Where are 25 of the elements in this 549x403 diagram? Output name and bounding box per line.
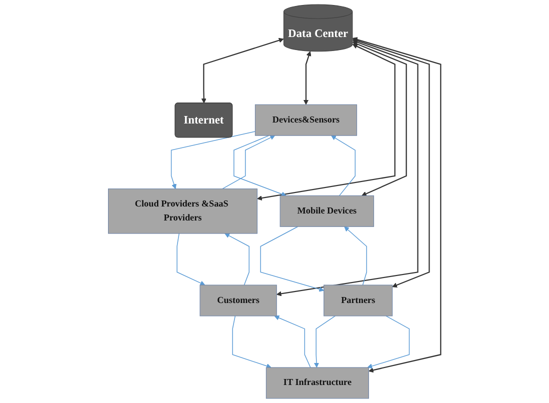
arrow <box>344 226 367 286</box>
arrow <box>201 38 284 104</box>
arrow <box>331 135 356 196</box>
arrow <box>176 233 206 286</box>
arrow <box>224 233 250 286</box>
node-box: Mobile Devices <box>280 195 374 227</box>
arrow <box>256 44 396 201</box>
arrow <box>234 135 286 196</box>
arrow <box>352 42 407 196</box>
arrow <box>303 51 312 105</box>
arrow <box>260 226 324 292</box>
node-box: Customers <box>200 284 277 316</box>
node-box: Partners <box>324 284 393 316</box>
arrow <box>232 316 272 368</box>
arrow <box>352 38 430 288</box>
arrow <box>314 316 336 368</box>
arrow <box>352 37 442 373</box>
node-box: Cloud Providers &SaaS Providers <box>108 188 258 234</box>
arrow <box>170 131 256 190</box>
arrow <box>276 40 418 296</box>
node-box: IT Infrastructure <box>266 367 369 399</box>
node-box: Devices&Sensors <box>254 104 358 136</box>
arrow <box>222 135 276 190</box>
arrow <box>274 315 311 368</box>
arrow <box>367 316 410 369</box>
